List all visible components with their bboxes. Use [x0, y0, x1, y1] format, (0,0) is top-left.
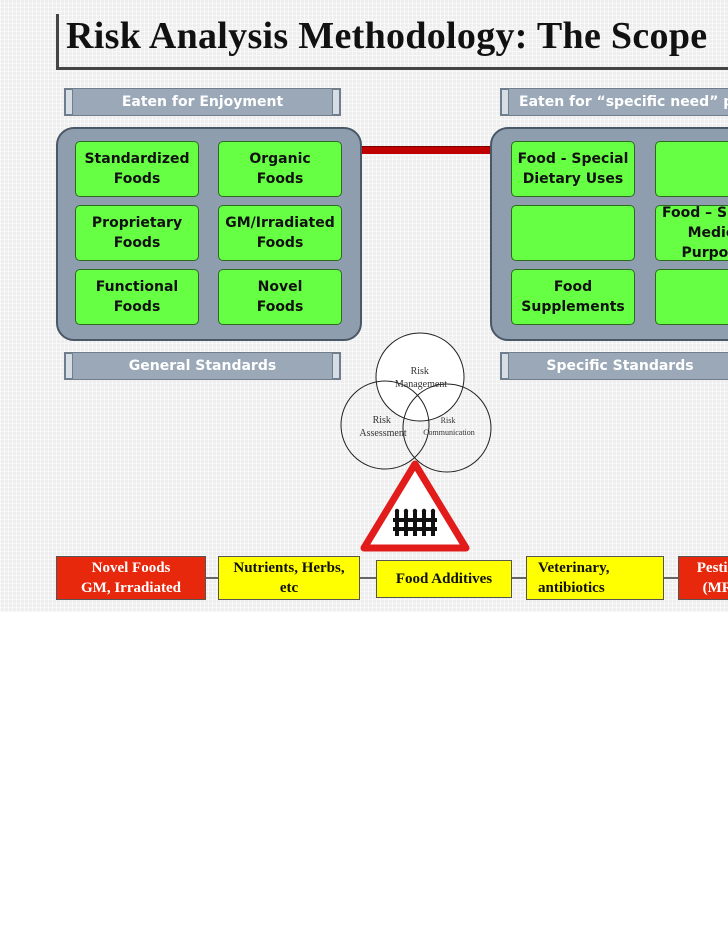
box-right-bottom-blank — [655, 269, 728, 325]
risk-management-circle — [375, 332, 465, 422]
header-bar-specific-need: Eaten for “specific need” prevention — [500, 88, 728, 116]
bottom-box-novel-foods: Novel Foods GM, Irradiated — [56, 556, 206, 600]
box-right-top-blank — [655, 141, 728, 197]
slide: Risk Analysis Methodology: The Scope Eat… — [0, 0, 728, 612]
header-bar-enjoyment: Eaten for Enjoyment — [64, 88, 341, 116]
footer-bar-general-standards-label: General Standards — [128, 358, 277, 374]
risk-communication-circle — [402, 383, 492, 473]
venn-management-line-1: Risk — [411, 366, 429, 377]
title-underline — [56, 67, 728, 70]
box-functional-foods: Functional Foods — [75, 269, 199, 325]
connector-1 — [206, 577, 218, 579]
box-standardized-foods: Standardized Foods — [75, 141, 199, 197]
risk-management-label: Risk Management — [395, 366, 447, 390]
risk-assessment-circle — [340, 380, 430, 470]
venn-communication-line-2: Communication — [423, 428, 475, 437]
header-bar-enjoyment-label: Eaten for Enjoyment — [121, 94, 284, 110]
footer-bar-general-standards: General Standards — [64, 352, 341, 380]
bottom-box-food-additives: Food Additives — [376, 560, 512, 598]
venn-assessment-line-2: Assessment — [359, 428, 406, 439]
bottom-box-pesticides: Pesticides (MRLs) — [678, 556, 728, 600]
box-special-medical-purposes: Food – Special Medical Purposes — [655, 205, 728, 261]
risk-assessment-label: Risk Assessment — [359, 415, 406, 439]
venn-assessment-line-1: Risk — [373, 415, 391, 426]
header-bar-specific-need-label: Eaten for “specific need” prevention — [519, 94, 728, 110]
bottom-box-veterinary: Veterinary, antibiotics — [526, 556, 664, 600]
footer-bar-specific-standards-label: Specific Standards — [546, 358, 694, 374]
panel-connector-line — [362, 146, 492, 154]
box-food-supplements: Food Supplements — [511, 269, 635, 325]
box-proprietary-foods: Proprietary Foods — [75, 205, 199, 261]
venn-management-line-2: Management — [395, 379, 447, 390]
level-crossing-warning-icon — [360, 460, 470, 552]
footer-bar-specific-standards: Specific Standards — [500, 352, 728, 380]
box-right-middle-blank — [511, 205, 635, 261]
title-accent-bar — [56, 14, 59, 69]
box-novel-foods: Novel Foods — [218, 269, 342, 325]
box-organic-foods: Organic Foods — [218, 141, 342, 197]
box-special-dietary-uses: Food - Special Dietary Uses — [511, 141, 635, 197]
risk-communication-label: Risk Communication — [423, 416, 475, 437]
bottom-box-nutrients-herbs: Nutrients, Herbs, etc — [218, 556, 360, 600]
venn-communication-line-1: Risk — [441, 416, 456, 425]
connector-4 — [664, 577, 678, 579]
page-title: Risk Analysis Methodology: The Scope — [66, 15, 708, 57]
connector-3 — [512, 577, 526, 579]
box-gm-irradiated-foods: GM/Irradiated Foods — [218, 205, 342, 261]
connector-2 — [360, 577, 376, 579]
risk-analysis-venn: Risk Management Risk Assessment Risk Com… — [340, 332, 492, 473]
